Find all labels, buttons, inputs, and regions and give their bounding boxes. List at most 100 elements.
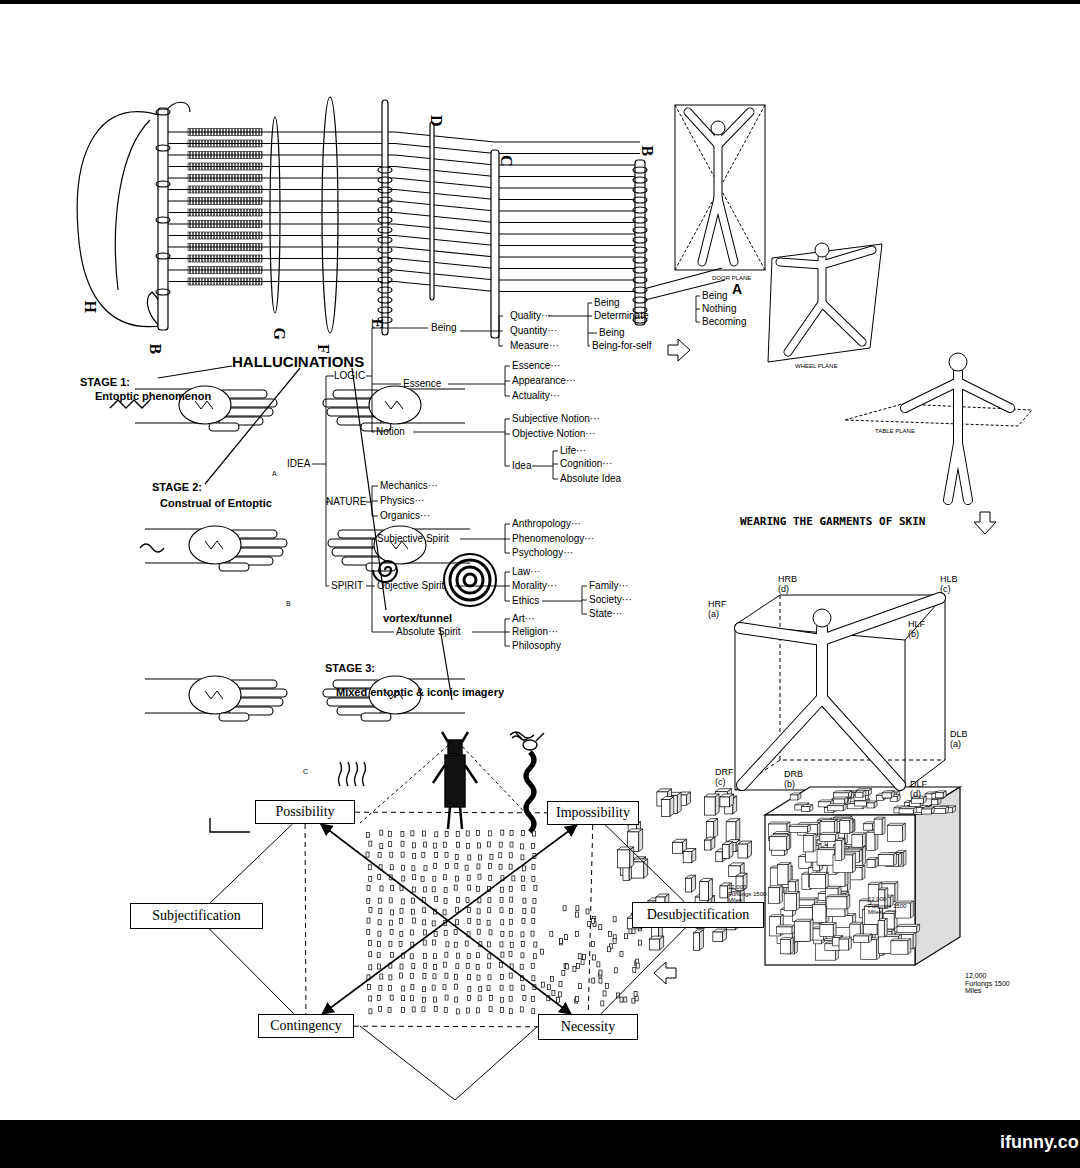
dot-block	[510, 831, 513, 836]
block	[796, 892, 799, 911]
cube-blocks	[617, 787, 960, 965]
block	[863, 824, 872, 830]
block	[852, 853, 855, 873]
block	[875, 858, 878, 868]
dot-block	[424, 953, 427, 958]
block	[915, 787, 960, 965]
dot-block	[500, 942, 503, 947]
block	[852, 835, 863, 847]
dot-block	[592, 955, 595, 960]
dot-block	[468, 918, 471, 923]
dot-block	[476, 964, 479, 969]
right-arrow	[668, 339, 690, 361]
block	[790, 793, 801, 800]
dot-block	[455, 854, 458, 859]
block	[867, 801, 877, 808]
block	[820, 925, 833, 937]
dot-block	[638, 940, 641, 945]
dot-block	[533, 954, 536, 959]
shaman-head	[448, 740, 462, 754]
text-label: Being	[702, 290, 728, 301]
block	[722, 842, 733, 859]
block	[931, 807, 934, 814]
connector	[210, 824, 292, 903]
dot-block	[477, 830, 480, 835]
dot-block	[489, 996, 492, 1001]
bracket-tick	[696, 309, 700, 310]
dot-block	[378, 931, 381, 936]
block	[849, 791, 852, 798]
dot-block	[424, 963, 427, 968]
dot-block	[499, 853, 502, 858]
dot-block	[510, 897, 513, 902]
human-figure	[822, 303, 862, 342]
bracket-tick	[696, 322, 700, 323]
block	[623, 867, 629, 880]
block	[736, 819, 740, 841]
dot-block	[520, 964, 523, 969]
dot-block	[434, 843, 437, 848]
dot-block	[586, 909, 589, 914]
text-label: Objective Notion···	[512, 428, 595, 439]
connector	[355, 812, 547, 814]
block	[854, 936, 869, 943]
text-label: State···	[589, 608, 622, 619]
block	[817, 822, 820, 835]
text-label: Society···	[589, 594, 632, 605]
block	[882, 791, 894, 798]
bracket-tick	[505, 601, 510, 602]
woven-cloth	[188, 267, 262, 274]
block	[855, 792, 863, 797]
block	[867, 858, 878, 868]
dot-block	[456, 876, 459, 881]
dot-block	[477, 909, 480, 914]
block	[827, 895, 850, 909]
block	[895, 882, 898, 902]
dot-block	[500, 897, 503, 902]
hand	[219, 563, 249, 571]
dot-block	[368, 865, 371, 870]
block	[922, 807, 935, 814]
text-label: B	[286, 600, 291, 608]
dot-block	[443, 875, 446, 880]
dot-block	[466, 843, 469, 848]
text-label: DLF (d)	[910, 780, 936, 800]
block	[707, 822, 714, 839]
text-label: Life···	[560, 445, 586, 456]
dot-block	[477, 975, 480, 980]
block	[828, 804, 846, 811]
block	[874, 819, 882, 835]
dot-block	[560, 939, 563, 944]
block	[882, 817, 885, 835]
text-label: Being	[599, 327, 625, 338]
bracket-tick	[505, 419, 510, 420]
bracket-tick	[326, 376, 334, 377]
dot-block	[620, 951, 623, 956]
dot-block	[566, 964, 569, 969]
block	[794, 941, 797, 954]
block	[747, 841, 751, 858]
dot-block	[455, 974, 458, 979]
dot-block	[501, 974, 504, 979]
human-figure	[742, 698, 822, 785]
block	[704, 837, 714, 850]
dot-block	[521, 941, 524, 946]
block	[833, 923, 836, 937]
ground-mark	[210, 818, 250, 832]
bracket-tick	[372, 539, 375, 540]
dot-block	[465, 865, 468, 870]
dot-block	[445, 952, 448, 957]
block	[854, 934, 872, 943]
dot-block	[377, 942, 380, 947]
block	[662, 799, 670, 816]
modal-box: Subjectification	[130, 903, 263, 929]
bracket-tick	[372, 501, 378, 502]
block	[784, 894, 796, 911]
block	[843, 804, 846, 811]
rod-coil	[633, 177, 647, 183]
dot-block	[489, 1007, 492, 1012]
hand	[323, 676, 465, 721]
woven-cloth	[188, 175, 262, 182]
text-label: Measure···	[510, 340, 559, 351]
